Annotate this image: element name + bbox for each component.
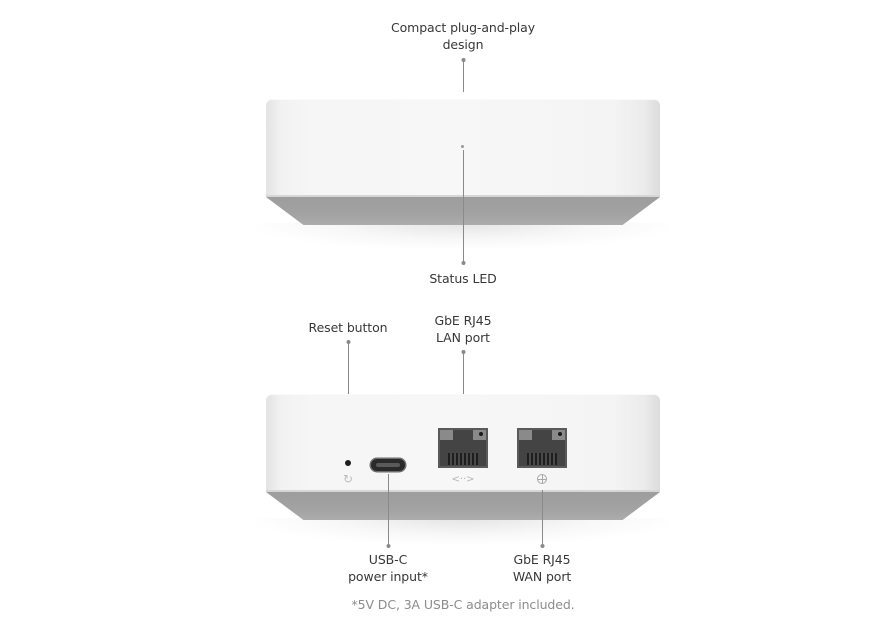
callout-status-led-dot	[461, 261, 466, 265]
callout-wan-leader	[542, 490, 543, 546]
lan-arrows-icon: <··>	[451, 474, 475, 485]
usb-c-port	[371, 459, 405, 471]
wan-port	[517, 428, 567, 468]
lan-port	[438, 428, 488, 468]
reset-button-hole	[345, 460, 351, 466]
callout-usbc-label: USB-C power input*	[348, 552, 428, 584]
callout-design-label: Compact plug-and-play design	[390, 20, 536, 52]
callout-status-led-label: Status LED	[429, 271, 497, 286]
callout-reset-label: Reset button	[308, 320, 388, 335]
callout-lan-leader	[463, 352, 464, 418]
callout-wan-label: GbE RJ45 WAN port	[512, 552, 572, 584]
status-led	[461, 145, 464, 148]
callout-wan-dot	[540, 544, 545, 548]
callout-lan-label: GbE RJ45 LAN port	[434, 313, 492, 345]
callout-usbc-leader	[388, 474, 389, 546]
callout-status-led-leader	[463, 150, 464, 263]
device-seam	[266, 490, 660, 492]
device-reflection	[256, 518, 670, 544]
callout-design-leader	[463, 60, 464, 92]
device-base	[266, 492, 660, 520]
globe-icon	[537, 474, 547, 484]
callout-usbc-dot	[386, 544, 391, 548]
reset-icon: ↻	[342, 472, 354, 486]
footnote: *5V DC, 3A USB-C adapter included.	[351, 597, 575, 612]
